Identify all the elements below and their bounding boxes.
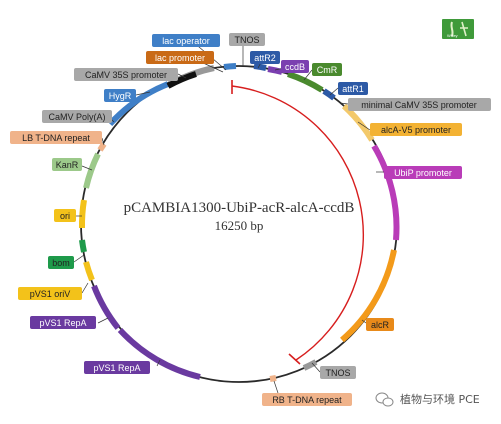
feature-label-text: RB T-DNA repeat	[272, 395, 342, 405]
plasmid-name: pCAMBIA1300-UbiP-acR-alcA-ccdB	[124, 200, 355, 216]
wechat-bubble-icon	[375, 392, 394, 407]
watermark-text: 植物与环境 PCE	[400, 392, 480, 406]
feature-label-text: attR1	[342, 84, 364, 94]
feature-arc-cmr	[287, 71, 324, 93]
feature-arc-tnos-bottom	[302, 359, 318, 371]
feature-label-cmr: CmR	[312, 63, 342, 76]
feature-label-alca-v5-promoter: alcA-V5 promoter	[370, 123, 462, 136]
feature-label-ccdb: ccdB	[281, 60, 309, 73]
feature-arc-ccdb	[267, 66, 283, 75]
feature-label-text: lac operator	[162, 36, 210, 46]
feature-label-text: HygR	[109, 91, 132, 101]
feature-label-camv-35s-promoter: CaMV 35S promoter	[74, 68, 178, 81]
feature-label-hygr: HygR	[104, 89, 136, 102]
feature-label-text: UbiP promoter	[394, 168, 452, 178]
feature-label-lac-operator: lac operator	[152, 34, 220, 47]
feature-label-text: CaMV 35S promoter	[85, 70, 167, 80]
feature-arc-ori	[78, 199, 87, 229]
feature-arc-kanr	[83, 152, 101, 189]
feature-arc-lb-repeat	[97, 142, 107, 152]
feature-label-text: ori	[60, 211, 70, 221]
watermark: 植物与环境 PCE	[375, 392, 480, 407]
feature-arc-attr2	[253, 63, 267, 71]
feature-label-text: alcR	[371, 320, 390, 330]
publisher-logo: Willey	[442, 19, 474, 39]
feature-arc-rb-repeat	[269, 375, 277, 382]
feature-arc-hygr-black	[166, 71, 197, 89]
feature-label-kanr: KanR	[52, 158, 82, 171]
feature-label-text: TNOS	[325, 368, 350, 378]
feature-label-text: LB T-DNA repeat	[22, 133, 90, 143]
insert-bracket-cap-bottom	[288, 353, 301, 365]
feature-arc-lac	[223, 63, 237, 70]
feature-arc-ubip	[371, 144, 400, 241]
feature-label-text: lac promoter	[155, 53, 205, 63]
feature-label-text: alcA-V5 promoter	[381, 125, 451, 135]
feature-arc-pvs1-repa-2	[91, 284, 121, 330]
feature-label-minimal-camv-35s-promoter: minimal CaMV 35S promoter	[348, 98, 491, 111]
feature-label-lb-tdna-repeat: LB T-DNA repeat	[10, 131, 102, 144]
feature-arc-attr1	[322, 88, 336, 101]
feature-label-text: pVS1 RepA	[93, 363, 140, 373]
feature-label-text: pVS1 RepA	[39, 318, 86, 328]
logo-text: Willey	[447, 33, 458, 38]
feature-label-ori: ori	[54, 209, 76, 222]
feature-label-alcr: alcR	[366, 318, 394, 331]
feature-label-text: ccdB	[285, 62, 305, 72]
feature-label-text: minimal CaMV 35S promoter	[361, 100, 477, 110]
feature-label-rb-tdna-repeat: RB T-DNA repeat	[262, 393, 352, 406]
feature-label-text: CaMV Poly(A)	[48, 112, 105, 122]
feature-arc-hygr	[107, 81, 170, 127]
feature-label-text: TNOS	[234, 35, 259, 45]
feature-label-lac-promoter: lac promoter	[146, 51, 214, 64]
feature-arc-pvs1-repa-1	[117, 327, 201, 380]
feature-arc-alca-promoter	[341, 103, 375, 142]
feature-label-ubip-promoter: UbiP promoter	[384, 166, 462, 179]
feature-label-pvs1-oriv: pVS1 oriV	[18, 287, 82, 300]
feature-label-text: KanR	[56, 160, 79, 170]
feature-label-attr1: attR1	[338, 82, 368, 95]
feature-label-text: bom	[52, 258, 70, 268]
plasmid-size: 16250 bp	[215, 218, 264, 233]
feature-arc-bom	[79, 239, 87, 253]
feature-label-pvs1-repa-1: pVS1 RepA	[84, 361, 150, 374]
feature-label-camv-polya: CaMV Poly(A)	[42, 110, 112, 123]
feature-label-pvs1-repa-2: pVS1 RepA	[30, 316, 96, 329]
feature-label-text: attR2	[254, 53, 276, 63]
feature-arc-pvs1-oriv	[83, 261, 95, 282]
feature-arc-alcr	[340, 249, 397, 343]
feature-label-tnos-top: TNOS	[229, 33, 265, 46]
feature-label-text: pVS1 oriV	[30, 289, 71, 299]
insert-bracket-arc	[231, 85, 364, 361]
feature-label-tnos-bottom: TNOS	[320, 366, 356, 379]
feature-label-bom: bom	[48, 256, 74, 269]
feature-label-text: CmR	[317, 65, 338, 75]
feature-label-attr2: attR2	[250, 51, 280, 64]
